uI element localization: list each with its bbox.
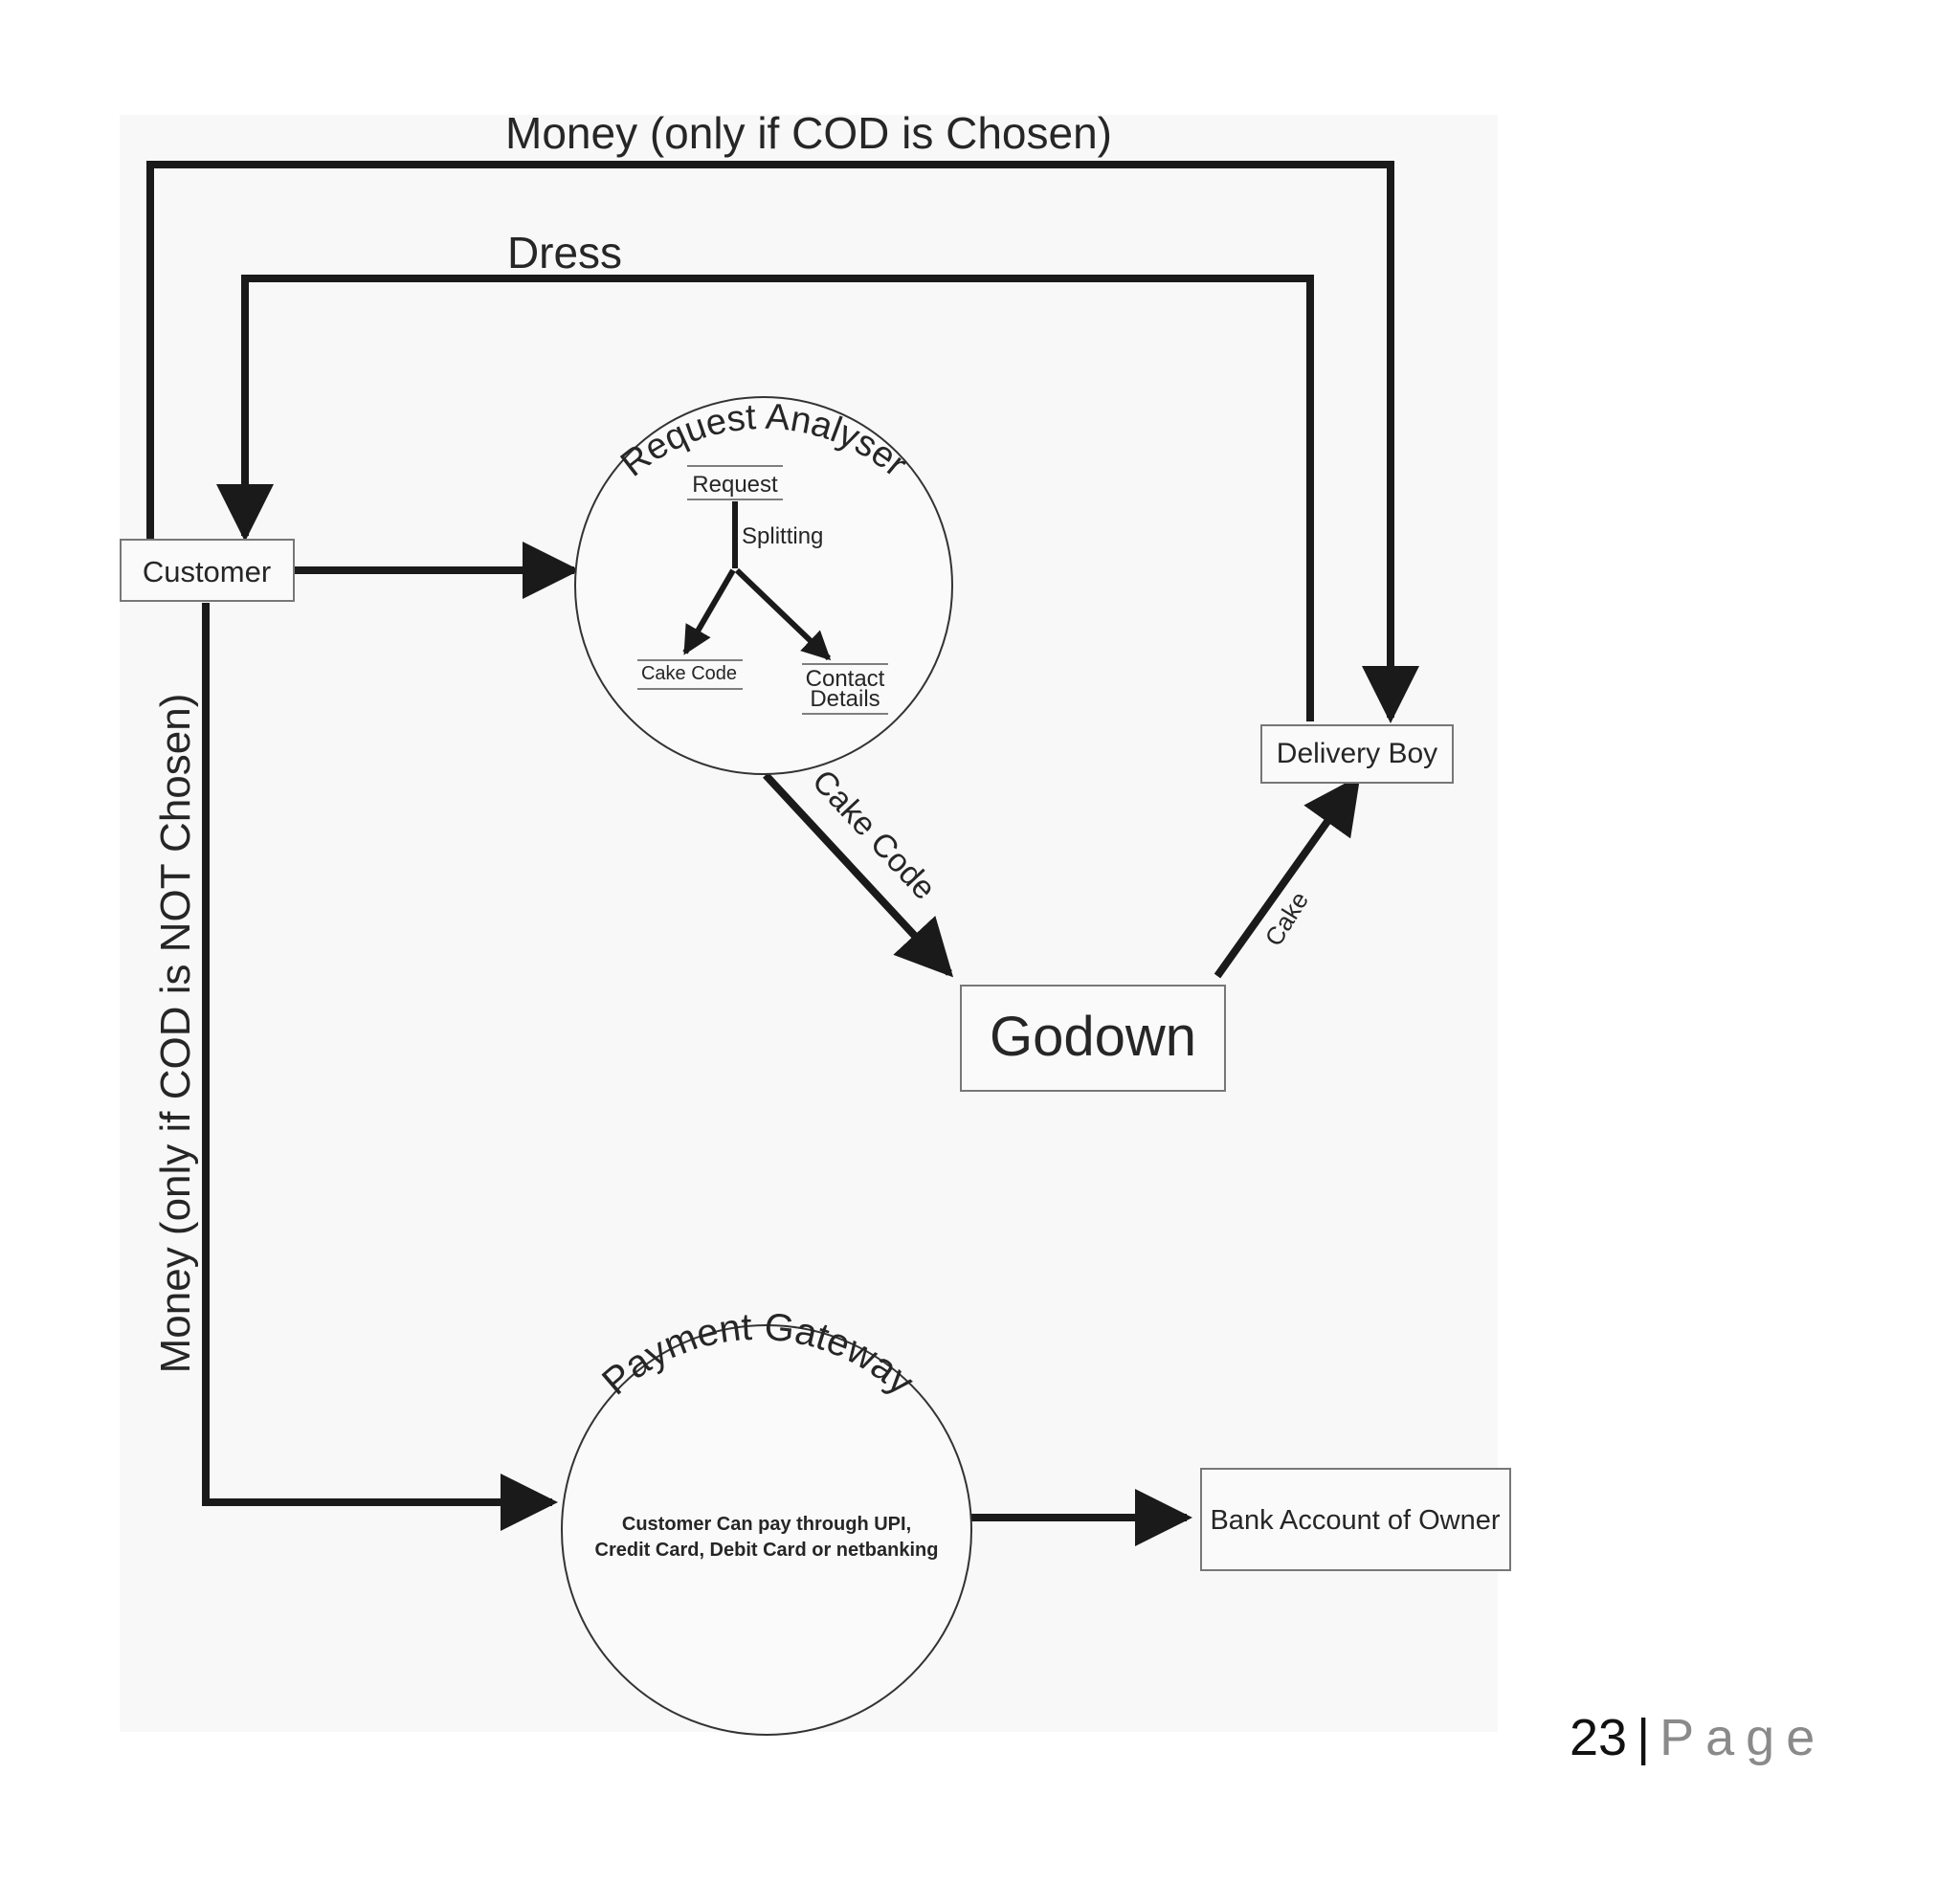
- cake-flow-arrow: [1214, 775, 1361, 979]
- request-label: Request: [692, 472, 778, 498]
- dress-flow-arrow: [216, 275, 1314, 721]
- request-analyser-process: [574, 396, 953, 775]
- money-cod-flow-arrow: [146, 161, 1419, 723]
- page-word: Page: [1659, 1709, 1827, 1766]
- bank-account-label: Bank Account of Owner: [1210, 1505, 1500, 1536]
- dress-label: Dress: [507, 228, 622, 277]
- godown-store-box: [960, 985, 1226, 1092]
- splitting-label: Splitting: [742, 523, 823, 549]
- payment-gateway-process: [561, 1324, 972, 1736]
- delivery-boy-label: Delivery Boy: [1277, 738, 1437, 769]
- payment-gateway-desc-line2: Credit Card, Debit Card or netbanking: [595, 1540, 939, 1561]
- cake-code-flow-arrow: [763, 772, 954, 978]
- money-not-cod-flow-arrow: [202, 603, 558, 1531]
- split-to-contact-arrow: [734, 567, 832, 661]
- analyser-cake-code-label: Cake Code: [641, 663, 737, 684]
- page-footer: 23|Page: [1570, 1708, 1826, 1767]
- payment-gateway-desc-line1: Customer Can pay through UPI,: [622, 1514, 911, 1535]
- page-number: 23: [1570, 1709, 1628, 1766]
- page-separator: |: [1637, 1709, 1651, 1766]
- contact-label-line1: Contact: [806, 666, 885, 692]
- contact-label-line2: Details: [810, 686, 880, 712]
- split-to-cake-code-arrow: [682, 568, 736, 655]
- customer-label: Customer: [143, 555, 271, 588]
- godown-label: Godown: [990, 1006, 1196, 1068]
- bank-account-entity-box: [1200, 1468, 1511, 1571]
- money-not-cod-label: Money (only if COD is NOT Chosen): [152, 694, 199, 1374]
- customer-entity-box: [120, 539, 295, 602]
- delivery-boy-entity-box: [1260, 724, 1454, 784]
- money-cod-label: Money (only if COD is Chosen): [505, 108, 1112, 158]
